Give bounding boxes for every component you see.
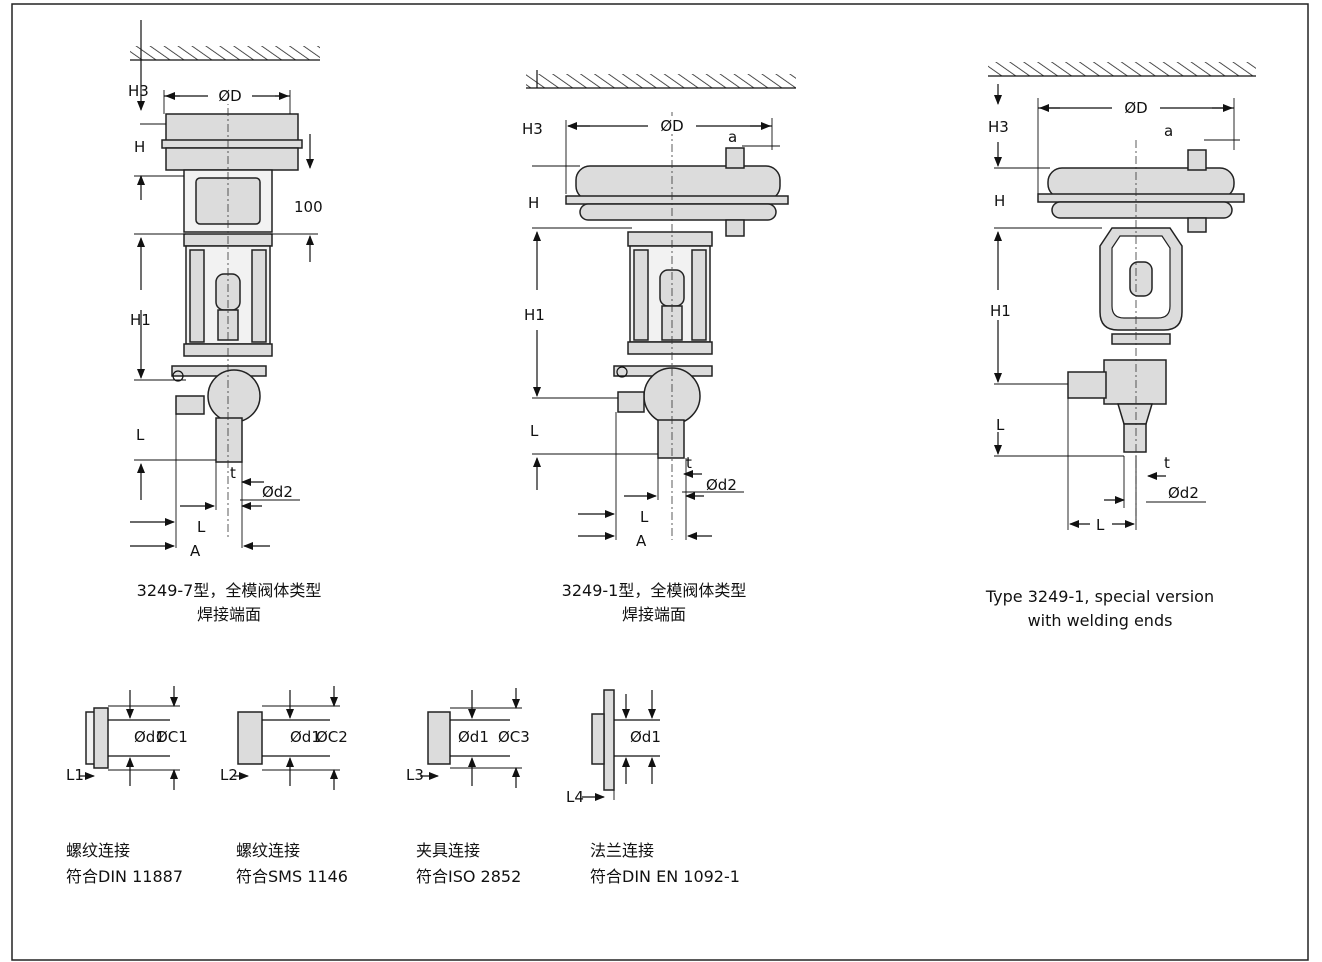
dim-d1: Ød1 <box>290 728 321 746</box>
caption-line-1: 螺纹连接 <box>66 841 130 860</box>
caption-line-2: 焊接端面 <box>622 605 686 624</box>
dim-t: t <box>1164 454 1170 472</box>
connection-sms-1146: Ød1 ØC2 L2 螺纹连接 符合SMS 1146 <box>220 686 348 886</box>
valve-body <box>207 369 261 423</box>
caption-line-1: 法兰连接 <box>590 841 654 860</box>
actuator-housing <box>575 165 781 201</box>
dim-d2: Ød2 <box>262 483 293 501</box>
dim-H3: H3 <box>128 82 149 100</box>
dim-L2: L <box>640 508 649 526</box>
dim-L2: L <box>1096 516 1105 534</box>
dim-L: L <box>996 416 1005 434</box>
dim-t: t <box>230 464 236 482</box>
caption-line-2: with welding ends <box>1028 611 1173 630</box>
dim-C2: ØC2 <box>316 728 348 746</box>
connection-din-11887: Ød1 ØC1 L1 螺纹连接 符合DIN 11887 <box>66 686 188 886</box>
dim-a: a <box>1164 122 1173 140</box>
dim-H3: H3 <box>988 118 1009 136</box>
connection-din-en-1092-1: Ød1 L4 法兰连接 符合DIN EN 1092-1 <box>566 689 740 886</box>
caption-line-2: 符合DIN EN 1092-1 <box>590 867 740 886</box>
dim-H1: H1 <box>524 306 545 324</box>
dim-H: H <box>994 192 1005 210</box>
dim-H1: H1 <box>130 311 151 329</box>
dim-d1: Ød1 <box>134 728 165 746</box>
dim-L: L <box>136 426 145 444</box>
ceiling-hatch <box>130 46 320 60</box>
caption-line-2: 符合ISO 2852 <box>416 867 521 886</box>
caption-line-2: 焊接端面 <box>197 605 261 624</box>
dim-100: 100 <box>294 198 323 216</box>
figure-3249-1: ØD H3 a H H1 L t Ød2 L A 3249-1型，全模阀体类型 … <box>522 70 796 624</box>
dim-A: A <box>636 532 647 550</box>
dim-D: ØD <box>660 117 683 135</box>
caption-line-1: 夹具连接 <box>416 841 480 860</box>
caption-line-2: 符合DIN 11887 <box>66 867 183 886</box>
dim-L4: L4 <box>566 788 584 806</box>
caption-line-2: 符合SMS 1146 <box>236 867 348 886</box>
connection-iso-2852: Ød1 ØC3 L3 夹具连接 符合ISO 2852 <box>406 688 530 886</box>
caption-line-1: 3249-1型，全模阀体类型 <box>562 581 747 600</box>
dim-L1: L1 <box>66 766 84 784</box>
figure-3249-1-special: ØD H3 a H H1 L t Ød2 L Type 3249-1, spec… <box>985 62 1256 630</box>
dim-D: ØD <box>1124 99 1147 117</box>
dim-d2: Ød2 <box>706 476 737 494</box>
dim-D: ØD <box>218 87 241 105</box>
dim-t: t <box>686 454 692 472</box>
caption-line-1: 螺纹连接 <box>236 841 300 860</box>
dim-C3: ØC3 <box>498 728 530 746</box>
dim-a: a <box>728 128 737 146</box>
actuator-cover <box>165 113 299 143</box>
dim-L3: L3 <box>406 766 424 784</box>
dim-d2: Ød2 <box>1168 484 1199 502</box>
caption-line-1: 3249-7型，全模阀体类型 <box>137 581 322 600</box>
dim-A: A <box>190 542 201 560</box>
dim-H3: H3 <box>522 120 543 138</box>
dim-L: L <box>530 422 539 440</box>
page-border <box>11 3 1309 961</box>
dim-C1: ØC1 <box>156 728 188 746</box>
figure-3249-7: ØD H3 H 100 H1 L t Ød2 L A 3249-7型，全模阀体类… <box>128 20 323 624</box>
dim-H: H <box>528 194 539 212</box>
dim-d1: Ød1 <box>458 728 489 746</box>
dim-L2: L <box>197 518 206 536</box>
dim-H1: H1 <box>990 302 1011 320</box>
dim-H: H <box>134 138 145 156</box>
dim-d1: Ød1 <box>630 728 661 746</box>
dim-L2: L2 <box>220 766 238 784</box>
caption-line-1: Type 3249-1, special version <box>985 587 1214 606</box>
